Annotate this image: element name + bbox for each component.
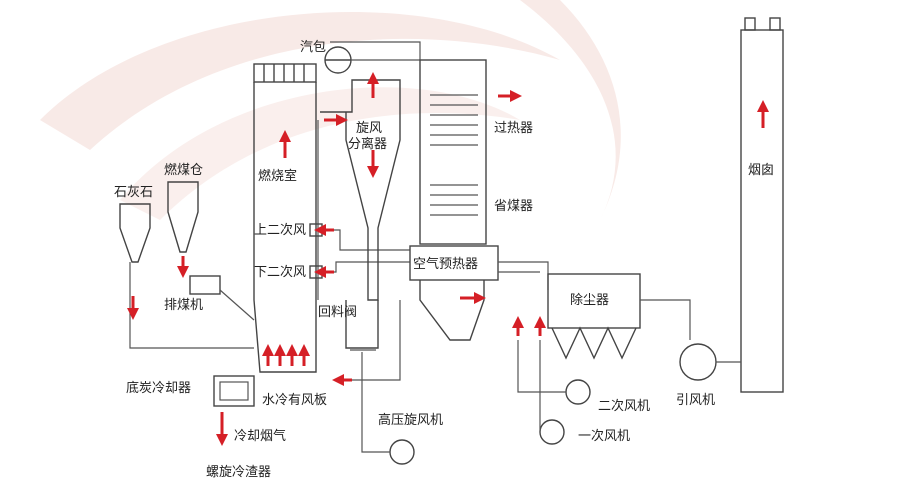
coal-bunker xyxy=(167,181,199,278)
primary-fan-label: 一次风机 xyxy=(578,428,630,444)
bottom-ash-cooler xyxy=(213,375,255,446)
cyclone-separator xyxy=(320,72,401,301)
coal-discharger-label: 排煤机 xyxy=(164,298,203,313)
convection-pass xyxy=(419,59,522,245)
air-preheater-label: 空气预热器 xyxy=(413,256,478,272)
return-valve xyxy=(345,300,379,351)
limestone-label: 石灰石 xyxy=(114,185,153,200)
steam-drum-label: 汽包 xyxy=(300,40,326,55)
primary-fan xyxy=(534,316,565,445)
cyclone-label-line2: 分离器 xyxy=(348,136,387,152)
cooling-flue-gas-label: 冷却烟气 xyxy=(234,428,286,444)
lower-secondary-air-label: 下二次风 xyxy=(254,264,306,280)
secondary-fan-label: 二次风机 xyxy=(598,398,650,414)
secondary-air-inlets xyxy=(309,223,410,279)
steam-drum xyxy=(324,41,421,74)
air-preheater xyxy=(409,245,549,341)
economizer-label: 省煤器 xyxy=(494,199,533,214)
chimney-label: 烟囱 xyxy=(748,163,774,178)
secondary-fan xyxy=(512,316,591,405)
upper-secondary-air-label: 上二次风 xyxy=(254,222,306,238)
background-swirl xyxy=(40,0,621,220)
chimney xyxy=(740,17,784,393)
hp-blower xyxy=(332,300,415,465)
dust-collector-label: 除尘器 xyxy=(570,293,609,308)
return-valve-label: 回料阀 xyxy=(318,305,357,320)
limestone-silo xyxy=(119,203,254,349)
coal-bunker-label: 燃煤仓 xyxy=(164,162,203,178)
screw-slag-cooler-label: 螺旋冷渣器 xyxy=(206,465,271,480)
induced-fan-label: 引风机 xyxy=(676,393,715,408)
dust-collector xyxy=(547,273,691,360)
grid-air-arrows xyxy=(262,344,310,366)
cyclone-label-line1: 旋风 xyxy=(356,121,382,136)
water-cooled-plate-label: 水冷有风板 xyxy=(262,393,327,408)
hp-blower-label: 高压旋风机 xyxy=(378,412,443,428)
furnace-label: 燃烧室 xyxy=(258,168,297,184)
superheater-label: 过热器 xyxy=(494,121,533,136)
induced-fan xyxy=(679,343,741,381)
bottom-ash-cooler-label: 底炭冷却器 xyxy=(126,380,191,396)
coal-discharger xyxy=(189,275,255,321)
